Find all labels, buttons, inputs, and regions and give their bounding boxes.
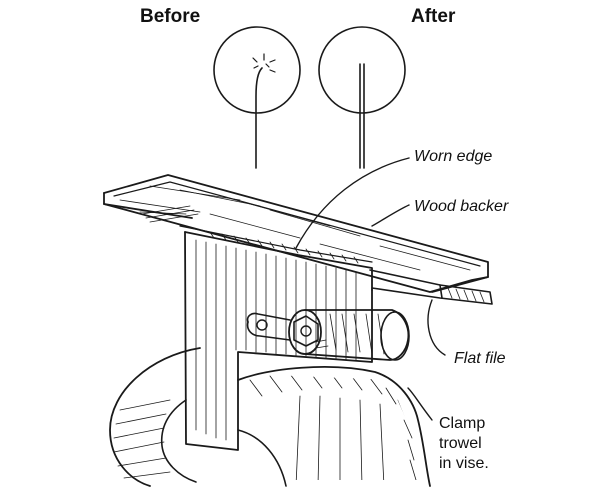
screw-hole (256, 319, 268, 331)
roller-shading (315, 313, 385, 355)
clamp-leader (407, 387, 433, 421)
burr-marks (252, 53, 276, 73)
backer-wood-grain (119, 185, 471, 271)
vise-screw (246, 309, 410, 361)
roller-end (380, 311, 410, 361)
clamp-label-line-1: Clamp (439, 415, 486, 432)
after-label: After (411, 6, 456, 27)
before-worn-edge-line (255, 67, 263, 169)
after-edge-detail (318, 26, 406, 169)
flat-file-leader (427, 299, 446, 356)
clamp-label-line-2: trowel (439, 435, 482, 452)
worn-edge-label: Worn edge (414, 148, 493, 165)
worn-edge-band (209, 231, 359, 264)
blade-shading (195, 239, 357, 441)
wood-backer-label: Wood backer (414, 198, 509, 215)
before-edge-detail (213, 26, 301, 169)
wheel-shading (113, 371, 417, 480)
before-label: Before (140, 6, 201, 27)
after-magnify-circle (318, 26, 406, 114)
file-teeth (447, 287, 485, 303)
backer-slot-shading (139, 205, 199, 223)
leader-lines (295, 157, 446, 421)
trowel-blade (179, 225, 373, 451)
flat-file (369, 269, 493, 305)
clamp-label: Clamp trowel in vise. (439, 414, 489, 474)
wood-backer-leader (371, 204, 410, 227)
before-magnify-circle (213, 26, 301, 114)
clamp-label-line-3: in vise. (439, 455, 489, 472)
worn-edge-leader (295, 157, 410, 249)
vise-wheel (109, 347, 431, 487)
flat-file-label: Flat file (454, 350, 506, 367)
